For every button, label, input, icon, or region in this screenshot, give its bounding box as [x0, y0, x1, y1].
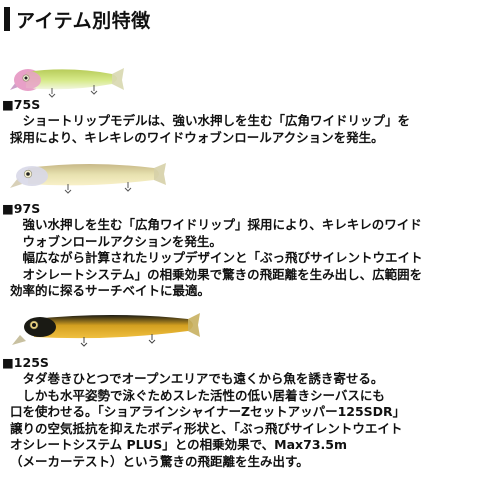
item-label-125s: ■125S: [2, 355, 49, 370]
section-header: アイテム別特徴: [4, 6, 151, 32]
lure-75s-image: [10, 68, 124, 98]
item-description-125s: タダ巻きひとつでオープンエリアでも遠くから魚を誘き寄せる。 しかも水平姿勢で泳ぐ…: [10, 371, 406, 469]
lure-97s-image: [10, 163, 166, 194]
item-description-75s: ショートリップモデルは、強い水押しを生む「広角ワイドリップ」を 採用により、キレ…: [10, 113, 411, 145]
item-description-97s: 強い水押しを生む「広角ワイドリップ」採用により、キレキレのワイド ウォブンロール…: [10, 217, 423, 299]
lure-125s-image: [12, 313, 200, 347]
page-title: アイテム別特徴: [16, 9, 151, 32]
item-label-97s: ■97S: [2, 201, 41, 216]
item-label-75s: ■75S: [2, 97, 41, 112]
header-bar-icon: [4, 7, 10, 31]
